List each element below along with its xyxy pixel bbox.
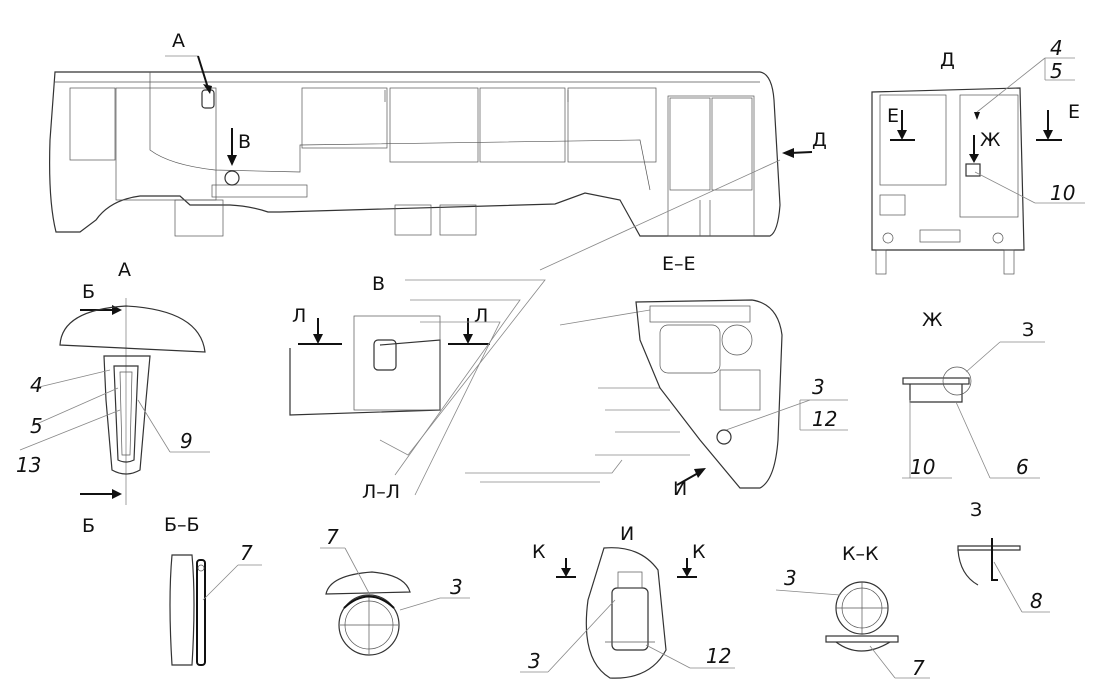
svg-text:8: 8 [1030, 589, 1043, 613]
svg-text:Е: Е [1068, 101, 1080, 123]
svg-text:К: К [692, 541, 706, 563]
svg-text:К: К [532, 541, 546, 563]
section-bb: Б–Б 7 [164, 514, 262, 666]
view-zh: Ж З 10 6 [902, 309, 1045, 479]
svg-text:Е: Е [887, 105, 899, 127]
svg-text:4: 4 [30, 373, 43, 397]
svg-text:И: И [620, 523, 634, 545]
svg-text:3: 3 [784, 566, 797, 590]
svg-text:К–К: К–К [842, 543, 879, 565]
callout-v: В [227, 128, 251, 166]
svg-text:З: З [970, 499, 982, 521]
svg-text:3: 3 [450, 575, 463, 599]
svg-text:Д: Д [812, 129, 827, 151]
svg-text:Д: Д [940, 49, 955, 71]
svg-text:7: 7 [326, 525, 339, 549]
svg-text:7: 7 [240, 541, 253, 565]
svg-text:И: И [673, 478, 687, 500]
svg-text:12: 12 [812, 407, 837, 431]
callout-a: А [165, 30, 212, 94]
svg-text:В: В [238, 131, 251, 153]
svg-text:Л: Л [292, 305, 306, 327]
svg-text:10: 10 [1050, 181, 1075, 205]
section-kk: К–К 3 7 [775, 543, 930, 680]
svg-text:Б–Б: Б–Б [164, 514, 200, 536]
svg-text:9: 9 [180, 429, 193, 453]
view-d-labels: Е Е Ж 4 5 10 [887, 36, 1085, 205]
svg-text:Л: Л [474, 305, 488, 327]
view-a: А Б Б 4 5 13 9 [16, 259, 210, 537]
svg-text:А: А [118, 259, 131, 281]
svg-text:5: 5 [30, 414, 43, 438]
svg-text:10: 10 [910, 455, 935, 479]
bus-side-view [49, 71, 781, 237]
svg-text:Ж: Ж [980, 129, 1001, 151]
svg-text:4: 4 [1050, 36, 1063, 60]
svg-text:В: В [372, 273, 385, 295]
svg-text:3: 3 [528, 649, 541, 673]
view-v: В Л Л [289, 273, 490, 416]
svg-text:З: З [1022, 319, 1034, 341]
section-ee: Е–Е 3 12 И [635, 253, 848, 500]
svg-text:13: 13 [16, 453, 41, 477]
view-z: З 8 [957, 499, 1050, 613]
view-d-front: Д [871, 49, 1025, 275]
callout-d-arrow: Д [782, 129, 827, 158]
svg-text:А: А [172, 30, 185, 52]
svg-text:3: 3 [812, 375, 825, 399]
svg-text:7: 7 [912, 656, 925, 680]
svg-text:Б: Б [82, 515, 95, 537]
svg-text:6: 6 [1016, 455, 1029, 479]
guide-lines [379, 159, 781, 496]
svg-text:Л–Л: Л–Л [362, 481, 400, 503]
svg-text:5: 5 [1050, 59, 1063, 83]
svg-text:Ж: Ж [922, 309, 943, 331]
view-i: И К К 3 12 [520, 523, 735, 679]
svg-text:Б: Б [82, 281, 95, 303]
svg-text:Е–Е: Е–Е [662, 253, 696, 275]
svg-text:12: 12 [706, 644, 731, 668]
section-ll: Л–Л 7 3 [320, 481, 470, 656]
